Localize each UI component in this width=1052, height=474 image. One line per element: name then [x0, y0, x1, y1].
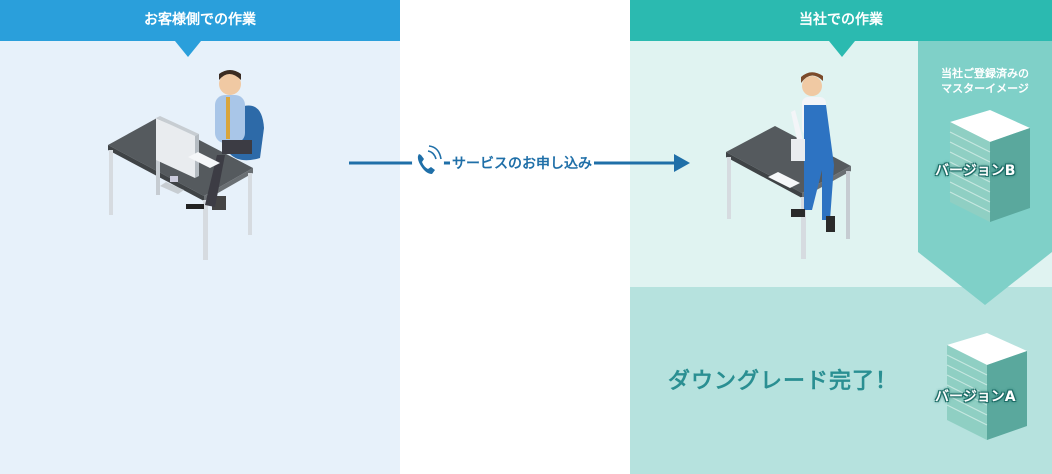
customer-desk-illustration — [108, 70, 264, 260]
master-image-label: 当社ご登録済みの マスターイメージ — [918, 66, 1052, 96]
customer-work-panel — [0, 0, 400, 474]
service-application-label: サービスのお申し込み — [450, 153, 594, 173]
version-a-label: バージョンA — [935, 389, 1016, 405]
customer-header-pointer — [175, 41, 201, 57]
company-work-header: 当社での作業 — [630, 0, 1052, 41]
customer-work-header: お客様側での作業 — [0, 0, 400, 41]
flow-arrowhead — [674, 154, 690, 172]
worker-desk-illustration — [726, 72, 851, 259]
server-stack-version-b — [949, 110, 1030, 222]
company-header-pointer — [829, 41, 855, 57]
master-image-label-line2: マスターイメージ — [941, 82, 1029, 95]
master-image-label-line1: 当社ご登録済みの — [941, 67, 1029, 80]
server-stack-version-a — [946, 333, 1027, 440]
version-b-label: バージョンB — [935, 163, 1016, 179]
downgrade-complete-label: ダウングレード完了！ — [668, 369, 899, 394]
phone-icon — [412, 145, 444, 179]
